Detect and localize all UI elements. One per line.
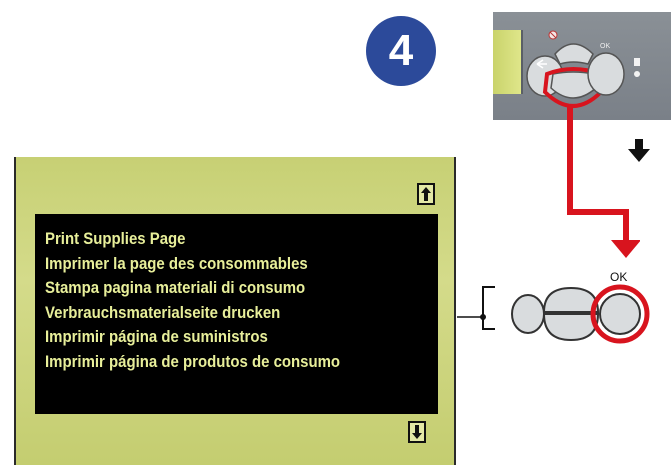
menu-item: Verbrauchsmaterialseite drucken	[45, 302, 281, 322]
up-arrow-box-icon	[417, 183, 435, 205]
down-arrow-box-icon	[408, 421, 426, 443]
control-panel-display	[493, 30, 523, 94]
ok-button-label: OK	[610, 270, 628, 284]
ok-button[interactable]	[599, 293, 641, 335]
up-button[interactable]	[554, 43, 594, 65]
back-arrow-icon	[536, 59, 547, 69]
up-button[interactable]	[542, 286, 600, 313]
menu-item: Stampa pagina materiali di consumo	[45, 278, 306, 297]
paper-icon	[634, 58, 640, 77]
step-number-badge: 4	[366, 16, 436, 86]
button-cluster	[511, 284, 650, 344]
down-arrow-icon	[628, 139, 650, 162]
step-number: 4	[388, 26, 414, 75]
menu-item: Imprimir página de produtos de consumo	[45, 351, 341, 371]
down-button[interactable]	[542, 313, 600, 342]
lcd-screen	[35, 214, 438, 414]
display-pointer-bracket	[457, 286, 495, 330]
ok-button-highlight	[590, 284, 650, 344]
menu-item: Imprimir página de suministros	[45, 327, 268, 346]
highlight-connector	[567, 106, 640, 258]
menu-item: Print Supplies Page	[45, 229, 186, 248]
cancel-icon	[548, 30, 558, 40]
back-button[interactable]	[511, 294, 545, 334]
menu-item: Imprimer la page des consommables	[45, 253, 308, 273]
control-panel-buttons: OK	[526, 30, 640, 108]
top-panel-ok-label: OK	[600, 43, 610, 50]
lcd-menu-list: Print Supplies Page Imprimer la page des…	[45, 227, 380, 374]
ok-button-small[interactable]	[587, 52, 625, 96]
